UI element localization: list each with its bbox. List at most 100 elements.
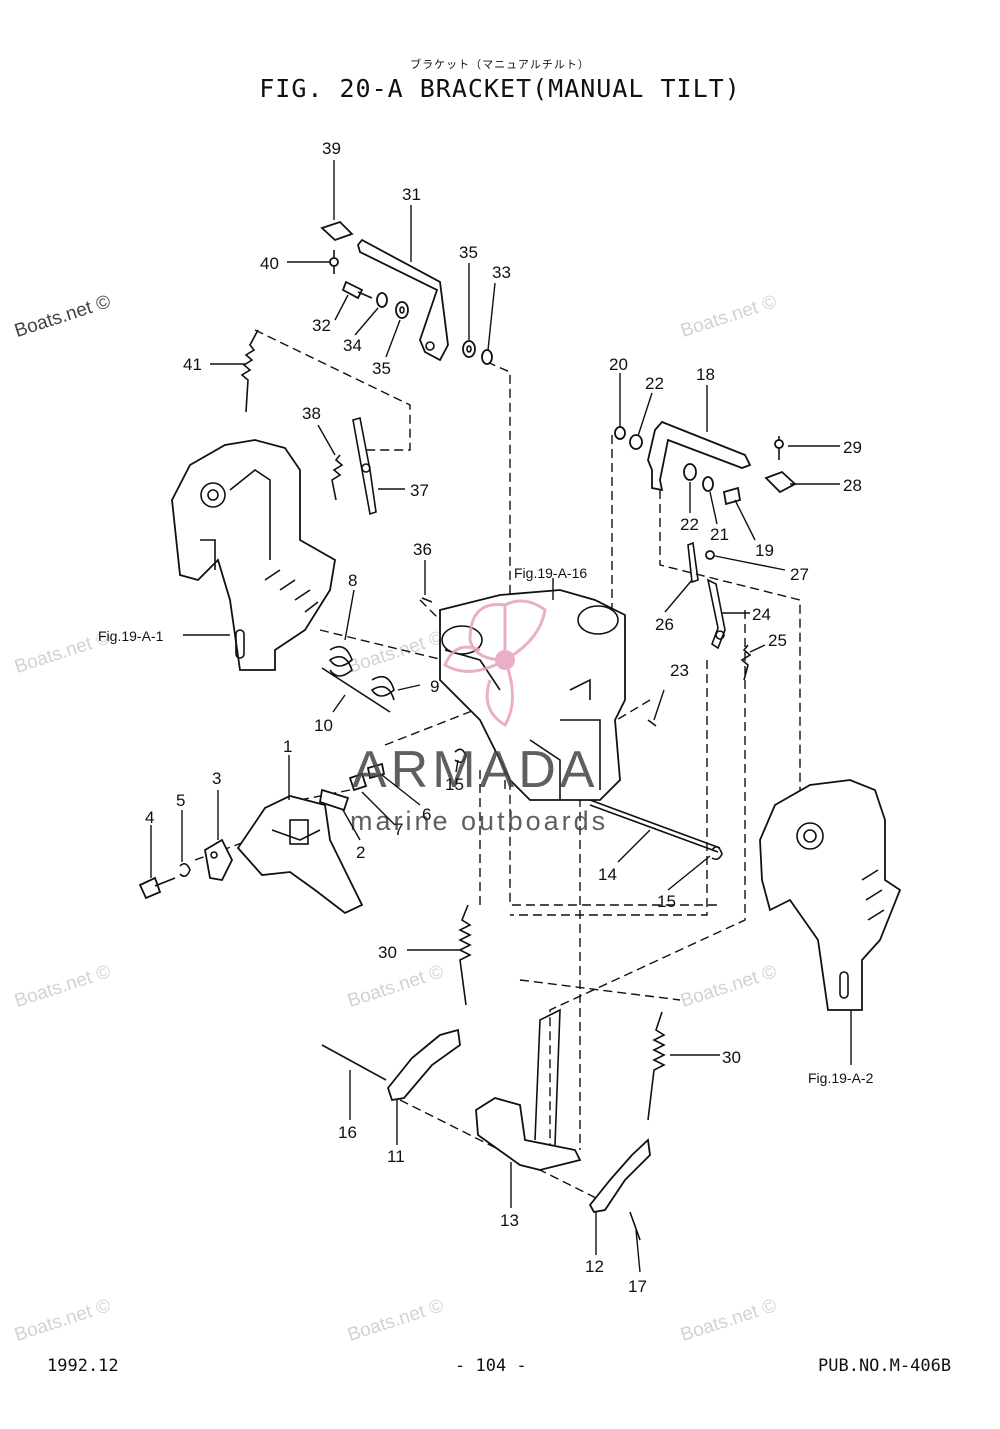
part-32-bolt (341, 280, 373, 300)
callout-12: 12 (585, 1257, 604, 1276)
part-13-bracket (475, 1008, 582, 1171)
callout-39: 39 (322, 139, 341, 158)
callout-4: 4 (145, 808, 154, 827)
callout-37: 37 (410, 481, 429, 500)
part-31-lever-plate (357, 238, 449, 362)
part-8-spring (328, 645, 353, 677)
part-17-pin (629, 1211, 641, 1241)
footer-publication-number: PUB.NO.M-406B (818, 1356, 952, 1376)
callout-numbers: 39 31 40 32 34 35 35 33 41 38 37 36 8 9 … (145, 139, 862, 1296)
callout-20: 20 (609, 355, 628, 374)
part-2-shaft (318, 788, 350, 812)
right-clamp-bracket (759, 779, 902, 1011)
ref-fig19a16: Fig.19-A-16 (514, 565, 587, 581)
footer-page-number: - 104 - (455, 1356, 527, 1376)
part-25-spring (740, 644, 752, 681)
callout-14: 14 (598, 865, 617, 884)
part-5-washer (179, 862, 191, 878)
part-35-washer-b (462, 340, 476, 358)
part-4-bolt (138, 876, 176, 900)
callout-7: 7 (394, 820, 403, 839)
callout-3: 3 (212, 769, 221, 788)
part-34-washer (376, 292, 388, 308)
callout-41: 41 (183, 355, 202, 374)
part-16-rod (321, 1044, 387, 1081)
brand-name: ARMADA (352, 741, 598, 799)
callout-8: 8 (348, 571, 357, 590)
part-36-pin (421, 597, 433, 603)
callout-35: 35 (372, 359, 391, 378)
footer-date: 1992.12 (47, 1356, 119, 1376)
callout-11: 11 (387, 1147, 405, 1166)
callout-27: 27 (790, 565, 809, 584)
callout-23: 23 (670, 661, 689, 680)
part-10-rod (321, 667, 391, 713)
callout-6: 6 (422, 805, 431, 824)
callout-26: 26 (655, 615, 674, 634)
part-15-clip-b (711, 846, 723, 861)
leader-lines (150, 160, 852, 1273)
callout-15: 15 (445, 775, 464, 794)
left-clamp-bracket (171, 439, 336, 671)
part-22-washer (629, 434, 643, 450)
part-27-pin (705, 550, 715, 560)
part-26-link (687, 541, 699, 584)
callout-33: 33 (492, 263, 511, 282)
callout-35: 35 (459, 243, 478, 262)
callout-32: 32 (312, 316, 331, 335)
callout-9: 9 (430, 677, 439, 696)
callout-30: 30 (378, 943, 397, 962)
part-30-spring-left (458, 904, 472, 1006)
part-3-plate (204, 838, 234, 881)
callout-29: 29 (843, 438, 862, 457)
callout-22: 22 (680, 515, 699, 534)
callout-28: 28 (843, 476, 862, 495)
callout-16: 16 (338, 1123, 357, 1142)
part-12-lever (588, 1138, 651, 1213)
part-35-washer (395, 301, 409, 319)
part-9-spring (370, 675, 395, 701)
part-28-clip (764, 470, 797, 494)
callout-18: 18 (696, 365, 715, 384)
part-14-shaft (589, 799, 721, 853)
part-11-lever (386, 1028, 461, 1102)
callout-5: 5 (176, 791, 185, 810)
callout-19: 19 (755, 541, 774, 560)
ref-fig19a1: Fig.19-A-1 (98, 628, 164, 644)
part-20-washer (614, 426, 626, 440)
figure-title: FIG. 20-A BRACKET(MANUAL TILT) (259, 74, 741, 103)
callout-24: 24 (752, 605, 771, 624)
part-19-bolt (722, 486, 742, 506)
figure-subtitle-jp: ブラケット（マニュアルチルト） (410, 58, 590, 71)
part-38-spring (331, 454, 344, 501)
part-22-washer-b (683, 463, 697, 481)
callout-30: 30 (722, 1048, 741, 1067)
part-18-lever-plate (647, 420, 752, 492)
callout-31: 31 (402, 185, 421, 204)
part-30-spring-right (647, 1011, 666, 1121)
part-15-clip-a (454, 748, 467, 764)
part-41-spring (240, 329, 259, 413)
callout-13: 13 (500, 1211, 519, 1230)
callout-15: 15 (657, 892, 676, 911)
propeller-icon (443, 599, 547, 728)
ref-fig19a2: Fig.19-A-2 (808, 1070, 874, 1086)
brand-logo: ARMADA marine outboards (350, 599, 605, 836)
part-23-pin (647, 719, 657, 727)
callout-22: 22 (645, 374, 664, 393)
part-33-washer (481, 349, 493, 365)
callout-10: 10 (314, 716, 333, 735)
part-24-link (706, 578, 726, 650)
callout-1: 1 (283, 737, 292, 756)
part-39-clip (320, 220, 354, 242)
part-40-pin (329, 250, 339, 274)
part-7-nut (348, 772, 368, 792)
callout-34: 34 (343, 336, 362, 355)
part-6-bolt (366, 762, 386, 780)
callout-38: 38 (302, 404, 321, 423)
figure-references: Fig.19-A-1 Fig.19-A-16 Fig.19-A-2 (98, 565, 874, 1086)
callout-21: 21 (710, 525, 729, 544)
part-29-pin (774, 436, 784, 460)
